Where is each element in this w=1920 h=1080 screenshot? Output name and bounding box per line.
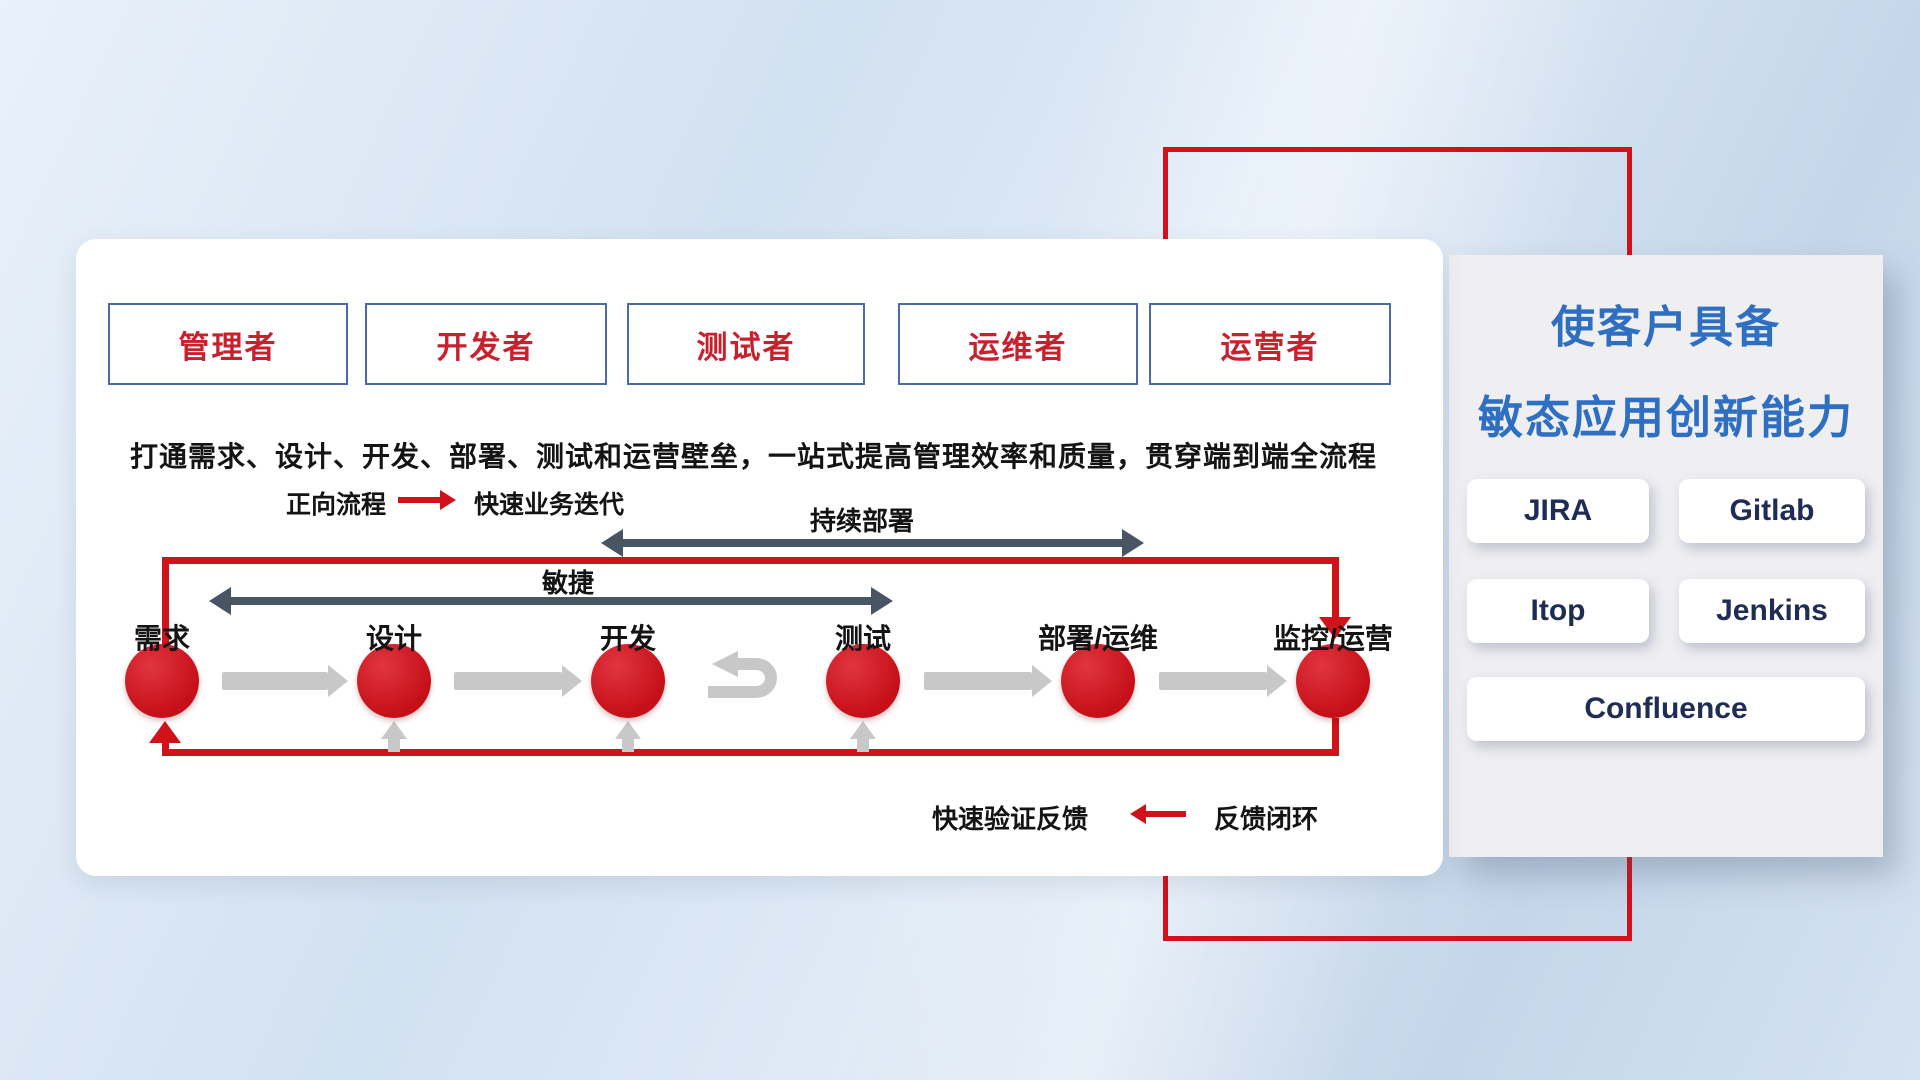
forward-flow-arrow-icon xyxy=(398,490,456,510)
capability-title-line2: 敏态应用创新能力 xyxy=(1477,392,1854,443)
tool-card-confluence: Confluence xyxy=(1467,677,1865,741)
tool-label: JIRA xyxy=(1523,494,1593,527)
feedback-up-arrow-stem xyxy=(388,739,400,752)
tool-card-jira: JIRA xyxy=(1467,479,1649,543)
feedback-arrow-icon xyxy=(1130,804,1186,824)
feedback-up-arrow-stem xyxy=(857,739,869,752)
forward-path-arrowhead-icon xyxy=(1319,617,1351,639)
flow-arrow-icon xyxy=(1159,665,1287,697)
feedback-path-arrowhead-icon xyxy=(149,721,181,743)
feedback-up-arrow-icon xyxy=(615,721,641,739)
feedback-up-arrow-icon xyxy=(381,721,407,739)
role-label: 管理者 xyxy=(178,329,278,365)
flow-arrow-icon xyxy=(454,665,582,697)
tool-label: Itop xyxy=(1530,594,1586,627)
feedback-label: 反馈闭环 xyxy=(1214,804,1319,834)
stage-label-deploy-ops: 部署/运维 xyxy=(1038,623,1158,654)
tool-card-itop: Itop xyxy=(1467,579,1649,643)
stage-label-design: 设计 xyxy=(365,623,422,654)
continuous-deployment-span-arrow-icon xyxy=(601,529,1144,557)
agile-span-arrow-icon xyxy=(209,587,893,615)
feedback-path-left-segment xyxy=(162,739,169,756)
stage-label-monitor-ops: 监控/运营 xyxy=(1273,623,1393,654)
flow-arrow-icon xyxy=(222,665,348,697)
feedback-up-arrow-icon xyxy=(850,721,876,739)
capability-title-line1: 使客户具备 xyxy=(1551,303,1781,352)
capability-panel: 使客户具备 敏态应用创新能力 JIRA Gitlab Itop Jenkins … xyxy=(1449,255,1883,857)
role-label: 运维者 xyxy=(968,329,1068,365)
feedback-path-right-segment xyxy=(1332,718,1339,756)
forward-path-top-segment xyxy=(162,557,1339,564)
forward-flow-desc: 快速业务迭代 xyxy=(474,491,625,519)
dev-test-iteration-loop-icon xyxy=(708,651,777,698)
role-label: 开发者 xyxy=(436,329,536,365)
panel-headline: 打通需求、设计、开发、部署、测试和运营壁垒，一站式提高管理效率和质量，贯穿端到端… xyxy=(130,441,1378,472)
role-label: 测试者 xyxy=(696,329,796,365)
stage-label-testing: 测试 xyxy=(834,623,891,654)
agile-label: 敏捷 xyxy=(541,568,594,598)
stage-node-monitor-ops xyxy=(1296,644,1370,718)
tool-card-jenkins: Jenkins xyxy=(1679,579,1865,643)
forward-path-left-segment xyxy=(162,557,169,647)
stage-node-development xyxy=(591,644,665,718)
tool-card-gitlab: Gitlab xyxy=(1679,479,1865,543)
stage-node-deploy-ops xyxy=(1061,644,1135,718)
tool-label: Gitlab xyxy=(1729,494,1815,527)
role-box-operator: 运营者 xyxy=(1149,303,1391,385)
forward-flow-label: 正向流程 xyxy=(286,491,387,519)
role-box-ops: 运维者 xyxy=(898,303,1138,385)
role-box-developer: 开发者 xyxy=(365,303,607,385)
stage-node-design xyxy=(357,644,431,718)
feedback-path-bottom-segment xyxy=(162,749,1339,756)
stage-label-requirements: 需求 xyxy=(133,623,190,654)
devops-flow-panel: 管理者 开发者 测试者 运维者 运营者 打通需求、设计、开发、部署、测试和运营壁… xyxy=(76,239,1443,876)
stage-node-testing xyxy=(826,644,900,718)
forward-path-right-segment xyxy=(1332,557,1339,619)
role-box-manager: 管理者 xyxy=(108,303,348,385)
stage-label-development: 开发 xyxy=(599,623,656,654)
feedback-up-arrow-stem xyxy=(622,739,634,752)
role-label: 运营者 xyxy=(1220,329,1320,365)
stage-node-requirements xyxy=(125,644,199,718)
tool-label: Confluence xyxy=(1584,692,1748,725)
flow-arrow-icon xyxy=(924,665,1052,697)
continuous-deployment-label: 持续部署 xyxy=(809,506,914,536)
feedback-desc: 快速验证反馈 xyxy=(932,804,1089,834)
role-box-tester: 测试者 xyxy=(627,303,865,385)
tool-label: Jenkins xyxy=(1716,594,1828,627)
